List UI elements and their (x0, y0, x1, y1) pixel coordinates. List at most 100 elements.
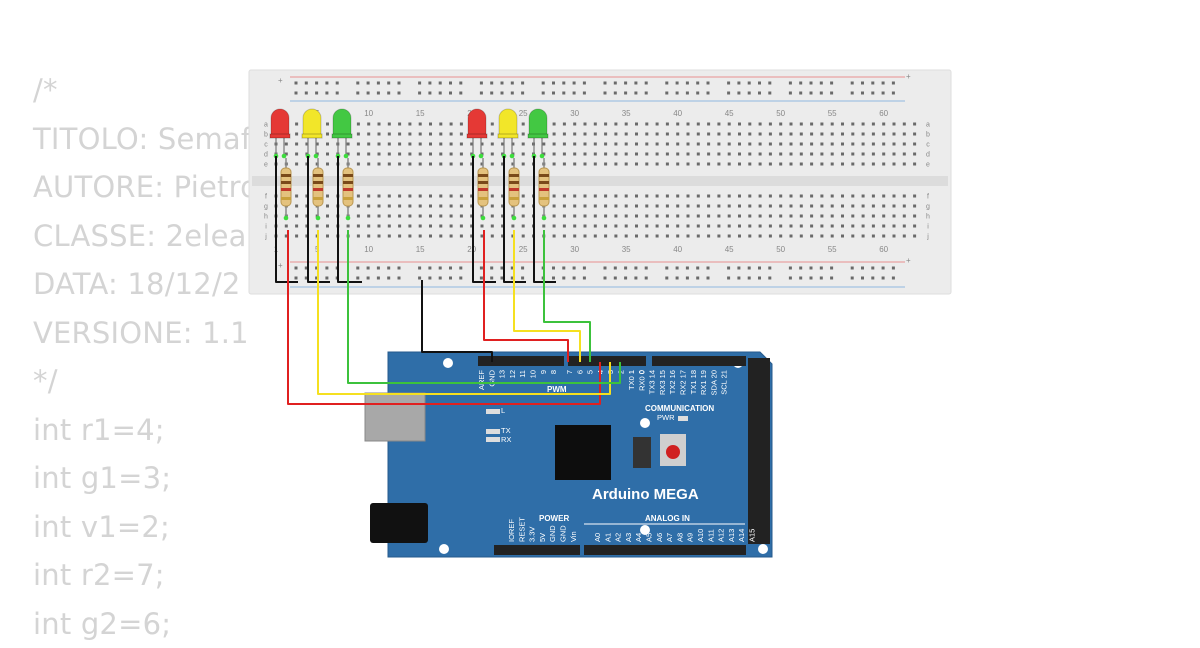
breadboard-hole (635, 225, 638, 228)
breadboard-hole (367, 143, 370, 146)
breadboard-hole (810, 163, 813, 166)
breadboard-hole (800, 225, 803, 228)
resistor-band (509, 174, 519, 177)
breadboard-hole (408, 225, 411, 228)
breadboard-hole (790, 225, 793, 228)
breadboard-hole (893, 225, 896, 228)
row-label: h (926, 214, 930, 221)
breadboard-hole (800, 205, 803, 208)
breadboard-hole (285, 225, 288, 228)
breadboard-hole (542, 225, 545, 228)
rail-hole (789, 82, 792, 85)
breadboard-hole (491, 163, 494, 166)
breadboard-hole (862, 153, 865, 156)
resistor-band (539, 174, 549, 177)
led-rim (498, 134, 518, 138)
breadboard-hole (419, 195, 422, 198)
breadboard-hole (635, 133, 638, 136)
resistor (313, 168, 323, 206)
breadboard-hole (573, 235, 576, 238)
breadboard-hole (439, 215, 442, 218)
led-pin-marker (282, 154, 287, 159)
breadboard-hole (563, 163, 566, 166)
breadboard-hole (295, 235, 298, 238)
rail-hole (830, 277, 833, 280)
resistor-band (478, 188, 488, 191)
pin-label: RESET (517, 517, 526, 542)
breadboard-hole (645, 163, 648, 166)
breadboard-hole (419, 163, 422, 166)
breadboard-hole (604, 123, 607, 126)
rail-hole (583, 277, 586, 280)
breadboard-hole (790, 215, 793, 218)
rail-hole (542, 92, 545, 95)
row-label: c (264, 142, 268, 149)
rail-hole (810, 92, 813, 95)
breadboard-hole (635, 195, 638, 198)
row-label: a (926, 122, 930, 129)
pin-label: A2 (614, 533, 623, 542)
breadboard-hole (728, 195, 731, 198)
rail-hole (665, 277, 668, 280)
breadboard-hole (820, 123, 823, 126)
led-pin-marker (479, 154, 484, 159)
rail-hole (861, 92, 864, 95)
breadboard-hole (872, 235, 875, 238)
breadboard-hole (882, 205, 885, 208)
breadboard-hole (707, 215, 710, 218)
breadboard-hole (625, 235, 628, 238)
breadboard-hole (748, 195, 751, 198)
rail-hole (449, 277, 452, 280)
breadboard-hole (429, 235, 432, 238)
breadboard-hole (553, 225, 556, 228)
rail-hole (511, 92, 514, 95)
breadboard-hole (645, 143, 648, 146)
led-rim (302, 134, 322, 138)
pin-label: TX0 1 (627, 370, 636, 390)
breadboard-hole (820, 153, 823, 156)
breadboard-hole (820, 215, 823, 218)
rail-hole (830, 92, 833, 95)
breadboard-hole (439, 195, 442, 198)
rail-hole (871, 267, 874, 270)
rail-hole (521, 277, 524, 280)
rail-hole (882, 92, 885, 95)
pin-label: A10 (696, 529, 705, 542)
breadboard-hole (614, 235, 617, 238)
breadboard-hole (594, 153, 597, 156)
breadboard-hole (563, 195, 566, 198)
breadboard-hole (841, 153, 844, 156)
breadboard-hole (563, 143, 566, 146)
breadboard-hole (635, 163, 638, 166)
breadboard-hole (893, 123, 896, 126)
breadboard-hole (357, 235, 360, 238)
resistor-pin-marker (346, 216, 351, 221)
rail-hole (367, 92, 370, 95)
rail-hole (851, 92, 854, 95)
breadboard-hole (882, 143, 885, 146)
pwm-label: PWM (547, 385, 567, 394)
pwr-label: PWR (657, 413, 675, 422)
pin-label: GND (548, 525, 557, 542)
breadboard-hole (810, 225, 813, 228)
resistor-band (281, 181, 291, 184)
power-label: POWER (539, 514, 569, 523)
rail-hole (737, 92, 740, 95)
breadboard-hole (460, 163, 463, 166)
row-label: h (264, 214, 268, 221)
pin-label: 9 (539, 370, 548, 374)
breadboard-hole (439, 235, 442, 238)
rail-hole (624, 267, 627, 270)
breadboard-hole (769, 123, 772, 126)
breadboard-hole (378, 215, 381, 218)
pin-label: A4 (634, 533, 643, 542)
breadboard-hole (851, 205, 854, 208)
analog-header (584, 545, 746, 555)
rail-hole (810, 82, 813, 85)
column-label: 30 (570, 245, 579, 254)
breadboard-hole (295, 163, 298, 166)
column-label: 25 (519, 109, 528, 118)
reset-button[interactable] (666, 445, 680, 459)
rail-hole (562, 82, 565, 85)
breadboard-hole (429, 143, 432, 146)
